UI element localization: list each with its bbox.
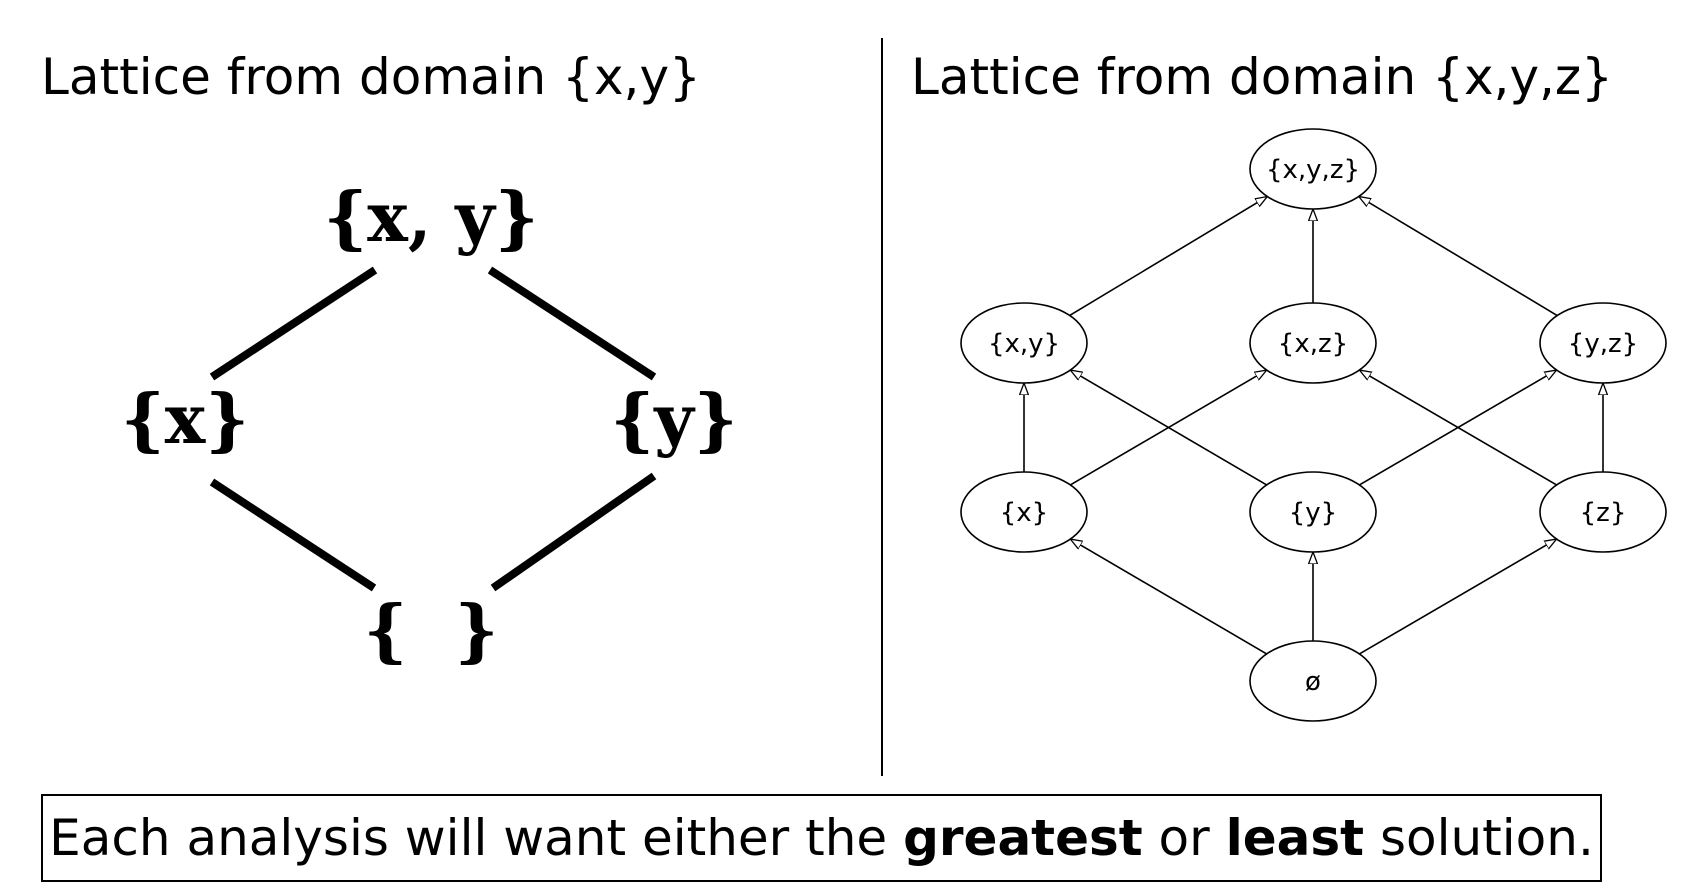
node-label: ø [1305, 667, 1321, 697]
left-title: Lattice from domain {x,y} [41, 48, 701, 106]
node-label: {y} [1289, 498, 1337, 528]
node-ellipse [1539, 302, 1667, 384]
note-bold-greatest: greatest [903, 809, 1143, 867]
node-empty: ø [1249, 640, 1377, 722]
edge-y-to-xy [487, 266, 657, 381]
edge-x-to-xy [209, 266, 378, 381]
left-node-left: {x} [121, 380, 249, 460]
node-xy: {x,y} [960, 302, 1088, 384]
note-text-2: or [1142, 809, 1226, 867]
node-ellipse [960, 302, 1088, 384]
note-text-1: Each analysis will want either the [49, 809, 904, 867]
note-text-3: solution. [1364, 809, 1594, 867]
node-label: {x,y} [988, 329, 1060, 359]
node-ellipse [1249, 640, 1377, 722]
edge-y-to-yz [1359, 370, 1556, 486]
left-node-right: {y} [610, 380, 738, 460]
node-label: {x,y,z} [1266, 155, 1360, 185]
node-ellipse [960, 471, 1088, 553]
note-bold-least: least [1225, 809, 1365, 867]
summary-box: Each analysis will want either the great… [41, 794, 1602, 882]
node-xz: {x,z} [1249, 302, 1377, 384]
node-ellipse [1249, 302, 1377, 384]
node-xyz: {x,y,z} [1249, 128, 1377, 210]
edge-empty-to-x [1070, 539, 1268, 655]
divider [881, 38, 883, 776]
node-y: {y} [1249, 471, 1377, 553]
edge-yz-to-xyz [1359, 196, 1558, 317]
node-ellipse [1539, 471, 1667, 553]
edge-empty-to-x [209, 478, 377, 592]
edge-empty-to-z [1359, 539, 1556, 655]
edge-x-to-xz [1069, 370, 1266, 486]
node-z: {z} [1539, 471, 1667, 553]
node-x: {x} [960, 471, 1088, 553]
node-label: {y,z} [1568, 329, 1638, 359]
node-ellipse [1249, 471, 1377, 553]
right-title: Lattice from domain {x,y,z} [911, 48, 1613, 106]
left-node-top: {x, y} [323, 178, 539, 258]
node-label: {z} [1580, 498, 1627, 528]
node-label: {x,z} [1278, 329, 1348, 359]
edge-empty-to-y [490, 472, 657, 592]
node-ellipse [1249, 128, 1377, 210]
node-label: {x} [1000, 498, 1048, 528]
edge-xy-to-xyz [1069, 197, 1268, 317]
node-yz: {y,z} [1539, 302, 1667, 384]
left-node-bottom: { } [363, 591, 499, 671]
